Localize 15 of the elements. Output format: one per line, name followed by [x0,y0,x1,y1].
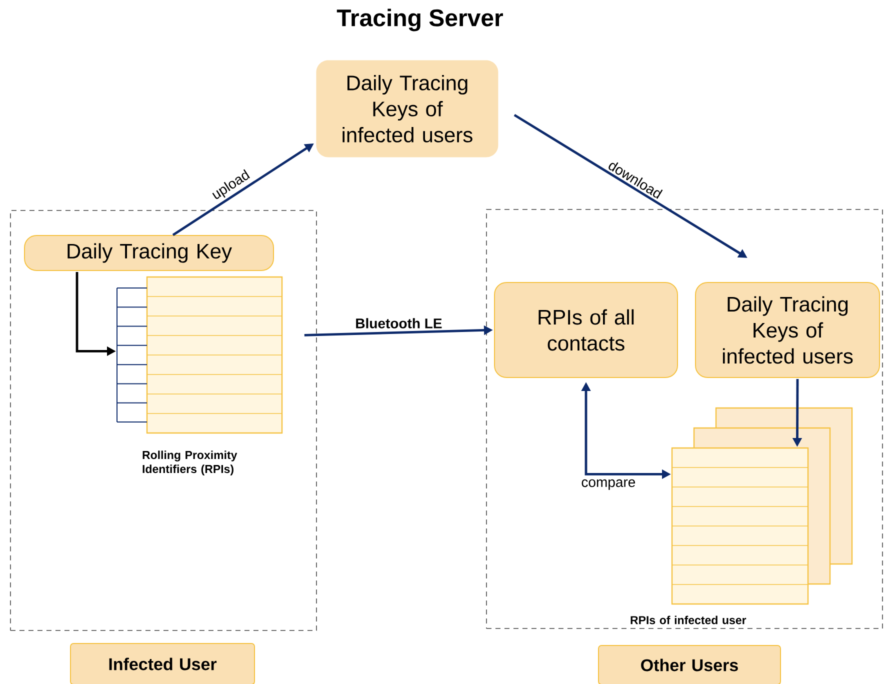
table-caption: Rolling Proximity Identifiers (RPIs) [142,450,238,476]
key-box: Daily Tracing Keys of infected users [695,282,880,378]
dashed-region [10,210,317,631]
key-box: Daily Tracing Keys of infected users [316,60,498,158]
user-label-box: Other Users [598,645,781,684]
table-caption: RPIs of infected user [630,616,746,624]
rpi-table-drawing [116,276,283,434]
key-box: Daily Tracing Key [24,235,274,271]
dashed-region [486,209,883,629]
edge-label: Bluetooth LE [354,317,444,330]
title: Tracing Server [336,8,503,32]
key-box: RPIs of all contacts [494,282,678,378]
rpi-stack-drawing [671,407,853,605]
user-label-box: Infected User [70,643,255,684]
edge-label: compare [580,478,637,491]
